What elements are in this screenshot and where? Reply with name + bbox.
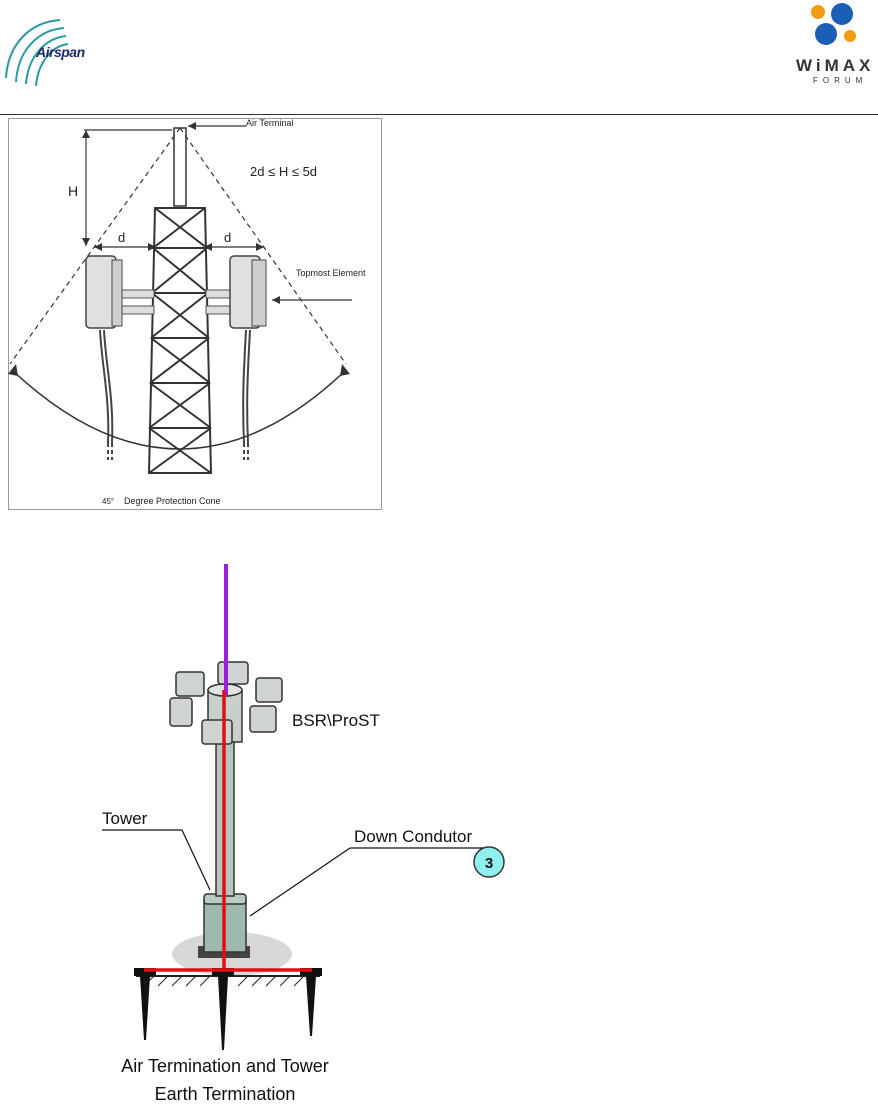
airspan-logo-text: Airspan [36, 44, 85, 60]
wimax-logo-word: WiMAX [796, 56, 874, 76]
d-left-label: d [118, 230, 125, 245]
tower-earthing-diagram: BSR\ProST Tower Down Condutor 3 Air Term… [100, 560, 520, 1105]
cone-prefix-label: 45° [102, 497, 114, 506]
tower-label: Tower [102, 809, 148, 828]
d-right-label: d [224, 230, 231, 245]
wimax-logo-sub: FORUM [813, 76, 867, 85]
height-label: H [68, 183, 78, 199]
air-terminal-label: Air Terminal [246, 118, 293, 128]
topmost-element-label: Topmost Element [296, 268, 366, 278]
height-formula: 2d ≤ H ≤ 5d [250, 164, 317, 179]
protection-cone-diagram: H d d Air Terminal 2d ≤ H ≤ 5d Topmost E… [8, 118, 382, 510]
bsr-prost-label: BSR\ProST [292, 711, 380, 730]
caption-line-1: Air Termination and Tower [121, 1056, 328, 1076]
caption-line-2: Earth Termination [155, 1084, 296, 1104]
down-conductor-label: Down Condutor [354, 827, 472, 846]
cone-label: Degree Protection Cone [124, 496, 221, 506]
step-badge-number: 3 [485, 855, 493, 872]
header-divider [0, 114, 878, 115]
